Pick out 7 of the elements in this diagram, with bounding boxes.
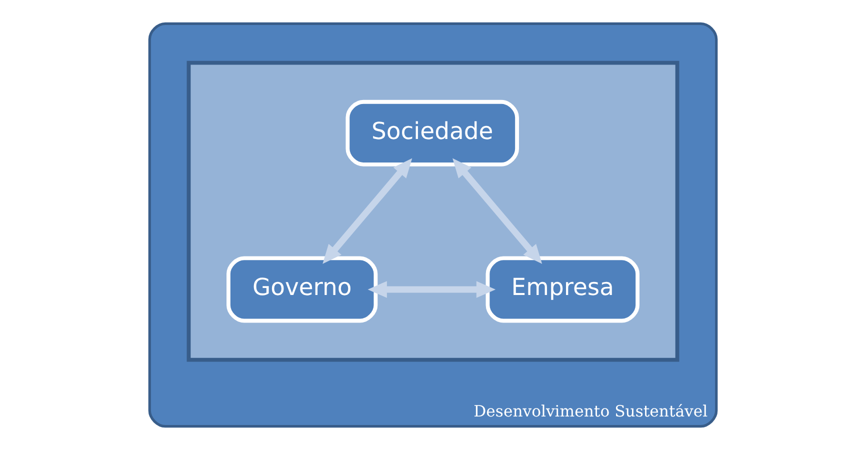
node-box: Governo (226, 256, 378, 323)
node-box: Sociedade (346, 100, 519, 166)
arrow (368, 281, 496, 298)
node-box: Empresa (486, 256, 640, 323)
cluster (186, 60, 680, 362)
arrow (452, 158, 542, 264)
arrow (322, 158, 412, 264)
